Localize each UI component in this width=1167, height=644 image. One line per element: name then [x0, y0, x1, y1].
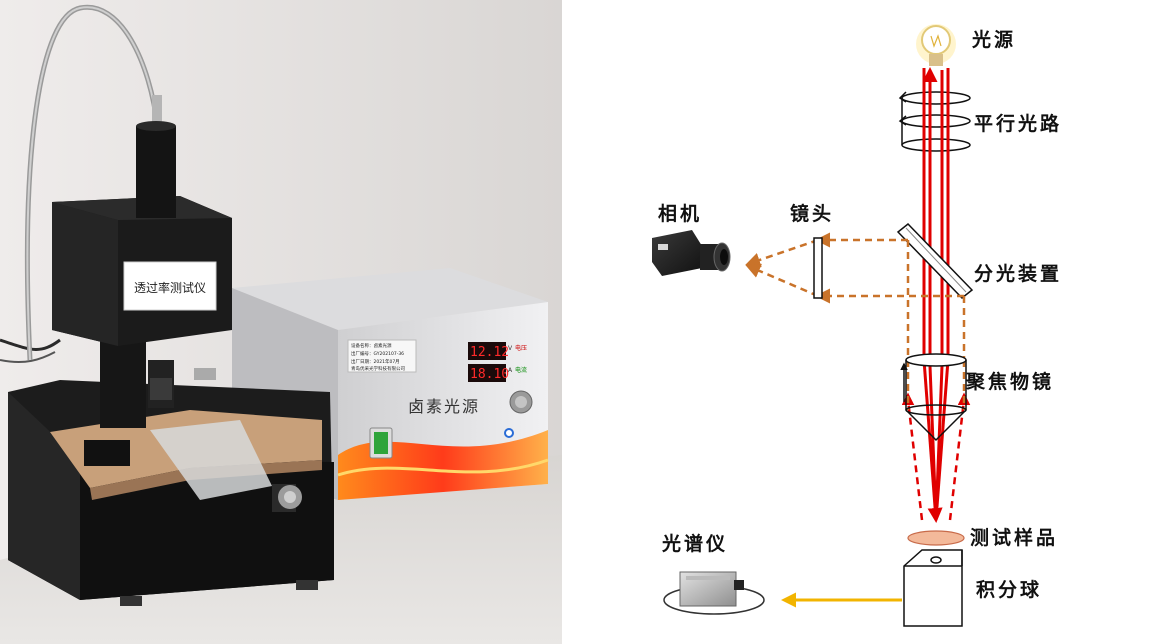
integrating-sphere-icon: [903, 549, 963, 627]
imaging-path: [745, 232, 966, 410]
instrument-photo: 设备名称：卤素光源 出厂编号：GY202107-36 出厂日期：2021年07月…: [0, 0, 562, 644]
nameplate-line: 出厂编号：GY202107-36: [351, 350, 404, 357]
label-spectrometer: 光谱仪: [661, 532, 728, 555]
camera-icon: [652, 230, 731, 276]
objective-lens-icon: [900, 353, 967, 442]
label-test-sample: 测试样品: [970, 526, 1058, 549]
label-camera: 相机: [658, 203, 702, 225]
spectrometer-icon: [663, 571, 765, 615]
lens-icon: [813, 237, 823, 299]
current-display: 18.10: [470, 367, 509, 382]
label-focusing-objective: 聚焦物镜: [965, 370, 1054, 393]
voltage-unit: V: [508, 345, 513, 352]
instrument-plate: 透过率测试仪: [134, 280, 206, 295]
voltage-tag: 电压: [515, 344, 527, 352]
nameplate-line: 设备名称：卤素光源: [351, 342, 392, 349]
collimating-rings: [898, 91, 971, 152]
optical-path-diagram: 光源 平行光路 分光装置: [652, 24, 1062, 627]
beam-splitter-icon: [896, 222, 974, 300]
test-sample-icon: [907, 530, 965, 546]
current-unit: A: [508, 367, 513, 374]
label-integrating-sphere: 积分球: [976, 578, 1042, 601]
label-lens: 镜头: [790, 202, 834, 225]
label-beam-splitter: 分光装置: [974, 262, 1062, 285]
light-bulb-icon: [916, 24, 956, 66]
label-light-source: 光源: [971, 28, 1016, 51]
voltage-display: 12.12: [470, 345, 509, 360]
nameplate-line: 出厂日期：2021年07月: [351, 358, 400, 365]
label-parallel-path: 平行光路: [974, 112, 1062, 135]
main-beam: [922, 67, 950, 523]
light-box-title: 卤素光源: [408, 397, 480, 416]
current-tag: 电流: [515, 366, 527, 374]
nameplate-line: 青岛优采光学科技有限公司: [351, 365, 405, 372]
